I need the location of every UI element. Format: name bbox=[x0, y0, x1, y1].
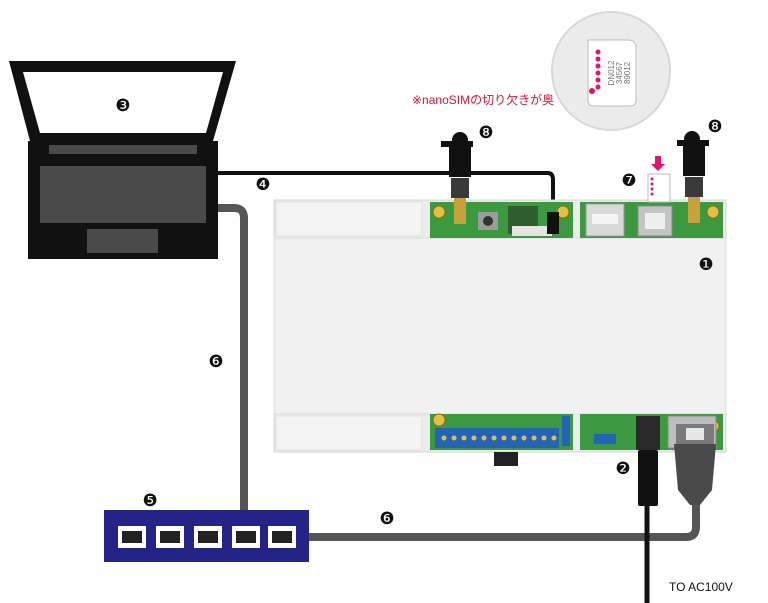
serial-connector bbox=[547, 212, 559, 234]
nano-sim: DN012 34567 89012 bbox=[551, 11, 671, 131]
power-cord-plug bbox=[674, 424, 716, 505]
marker-serial-cable: ❹ bbox=[255, 175, 270, 195]
marker-device-unit: ❶ bbox=[698, 255, 713, 275]
lan-cable-vertical bbox=[218, 204, 248, 534]
sim-card-text-3: 89012 bbox=[623, 61, 632, 84]
lan-hub bbox=[104, 510, 309, 562]
marker-nano-sim: ❼ bbox=[621, 171, 636, 191]
sim-orientation-note: ※nanoSIMの切り欠きが奥 bbox=[412, 93, 555, 107]
marker-antenna-right: ❽ bbox=[707, 117, 722, 137]
serial-cable bbox=[218, 171, 555, 226]
sim-insert-icon bbox=[647, 156, 671, 203]
device-unit bbox=[273, 199, 727, 466]
power-plug bbox=[636, 416, 660, 506]
marker-lan-cable-left: ❻ bbox=[208, 352, 223, 372]
lan-cable-horizontal bbox=[280, 505, 700, 541]
marker-antenna-left: ❽ bbox=[478, 123, 493, 143]
marker-lan-cable-bottom: ❻ bbox=[379, 509, 394, 529]
sim-card-text-1: DN012 bbox=[607, 60, 616, 85]
marker-laptop: ❸ bbox=[115, 96, 130, 116]
power-destination-label: TO AC100V bbox=[669, 580, 733, 594]
marker-power-cable: ❷ bbox=[615, 459, 630, 479]
laptop bbox=[9, 61, 236, 259]
sim-card-text-2: 34567 bbox=[615, 61, 624, 84]
antenna-left bbox=[441, 132, 473, 224]
marker-lan-hub: ❺ bbox=[142, 491, 157, 511]
antenna-right bbox=[677, 131, 709, 223]
